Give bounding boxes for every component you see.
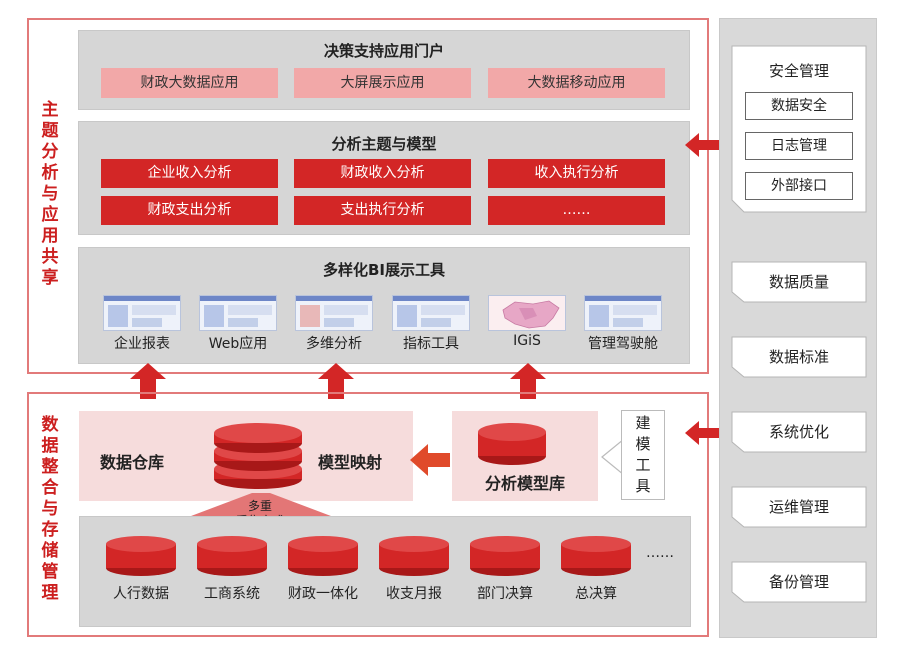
portal-item-finance-bigdata[interactable]: 财政大数据应用 <box>101 68 278 98</box>
side-tab-shape <box>731 486 867 528</box>
security-item-external[interactable]: 外部接口 <box>745 172 853 200</box>
analysis-item-income-execution[interactable]: 收入执行分析 <box>488 159 665 188</box>
portal-title: 决策支持应用门户 <box>323 42 444 60</box>
warehouse-label: 数据仓库 <box>100 453 165 472</box>
tool-thumbnail-igis-map[interactable] <box>488 295 566 331</box>
model-library-icon <box>478 423 546 465</box>
bi-title: 多样化BI展示工具 <box>322 261 445 279</box>
analysis-item-fiscal-income[interactable]: 财政收入分析 <box>294 159 471 188</box>
source-label-business: 工商系统 <box>204 586 260 602</box>
security-title: 安全管理 <box>768 62 829 80</box>
database-icon <box>379 536 449 576</box>
analysis-title: 分析主题与模型 <box>331 135 437 153</box>
source-label-final-accounts: 总决算 <box>575 586 617 602</box>
side-tab-shape <box>731 411 867 453</box>
build-tool-box[interactable] <box>621 410 665 500</box>
database-icon <box>197 536 267 576</box>
side-tab-shape <box>731 261 867 303</box>
tool-label-web-app: Web应用 <box>208 336 268 352</box>
analysis-item-fiscal-expense[interactable]: 财政支出分析 <box>101 196 278 225</box>
side-tab-shape <box>731 561 867 603</box>
analysis-item-expense-execution[interactable]: 支出执行分析 <box>294 196 471 225</box>
sources-more: …… <box>646 545 674 561</box>
china-map-icon <box>502 300 560 329</box>
source-label-finance-integration: 财政一体化 <box>288 586 358 602</box>
left-arrow-icon <box>410 444 450 476</box>
up-arrow-icon <box>318 363 354 399</box>
side-tab-shape <box>731 336 867 378</box>
security-item-log[interactable]: 日志管理 <box>745 132 853 160</box>
up-arrow-icon <box>510 363 546 399</box>
collection-line1: 多重 <box>247 499 272 513</box>
tool-thumbnail-cockpit[interactable] <box>584 295 662 331</box>
database-icon <box>288 536 358 576</box>
tool-thumbnail-enterprise-report[interactable] <box>103 295 181 331</box>
security-item-data[interactable]: 数据安全 <box>745 92 853 120</box>
side-item-backup[interactable]: 备份管理 <box>768 573 829 591</box>
side-item-standard[interactable]: 数据标准 <box>768 348 829 366</box>
tool-thumbnail-web-app[interactable] <box>199 295 277 331</box>
analysis-item-more[interactable]: …… <box>488 196 665 225</box>
tool-label-igis: IGiS <box>513 333 541 349</box>
source-label-monthly-report: 收支月报 <box>386 586 442 602</box>
portal-item-screen-display[interactable]: 大屏展示应用 <box>294 68 471 98</box>
tool-thumbnail-multidim[interactable] <box>295 295 373 331</box>
up-arrow-icon <box>130 363 166 399</box>
data-warehouse-icon <box>214 423 302 489</box>
tool-label-enterprise-report: 企业报表 <box>114 336 170 352</box>
model-library-label: 分析模型库 <box>484 474 565 493</box>
tool-label-indicator: 指标工具 <box>403 336 459 352</box>
build-tool-label: 建模工具 <box>635 414 651 495</box>
top-section-frame <box>27 18 709 374</box>
security-tab-shape <box>731 45 867 213</box>
database-icon <box>561 536 631 576</box>
portal-item-mobile[interactable]: 大数据移动应用 <box>488 68 665 98</box>
source-label-pboc: 人行数据 <box>113 586 169 602</box>
bottom-section-label: 数据整合与存储管理 <box>41 415 59 603</box>
database-icon <box>470 536 540 576</box>
tool-thumbnail-indicator[interactable] <box>392 295 470 331</box>
top-section-label: 主题分析与应用共享 <box>41 100 59 288</box>
analysis-item-enterprise-income[interactable]: 企业收入分析 <box>101 159 278 188</box>
tool-label-cockpit: 管理驾驶舱 <box>588 336 658 352</box>
bottom-section-frame <box>27 392 709 637</box>
side-item-operations[interactable]: 运维管理 <box>768 498 829 516</box>
side-item-quality[interactable]: 数据质量 <box>768 273 829 291</box>
model-mapping-label: 模型映射 <box>318 453 383 472</box>
side-item-optimize[interactable]: 系统优化 <box>768 423 829 441</box>
database-icon <box>106 536 176 576</box>
source-label-dept-accounts: 部门决算 <box>477 586 533 602</box>
tool-label-multidim: 多维分析 <box>306 336 362 352</box>
